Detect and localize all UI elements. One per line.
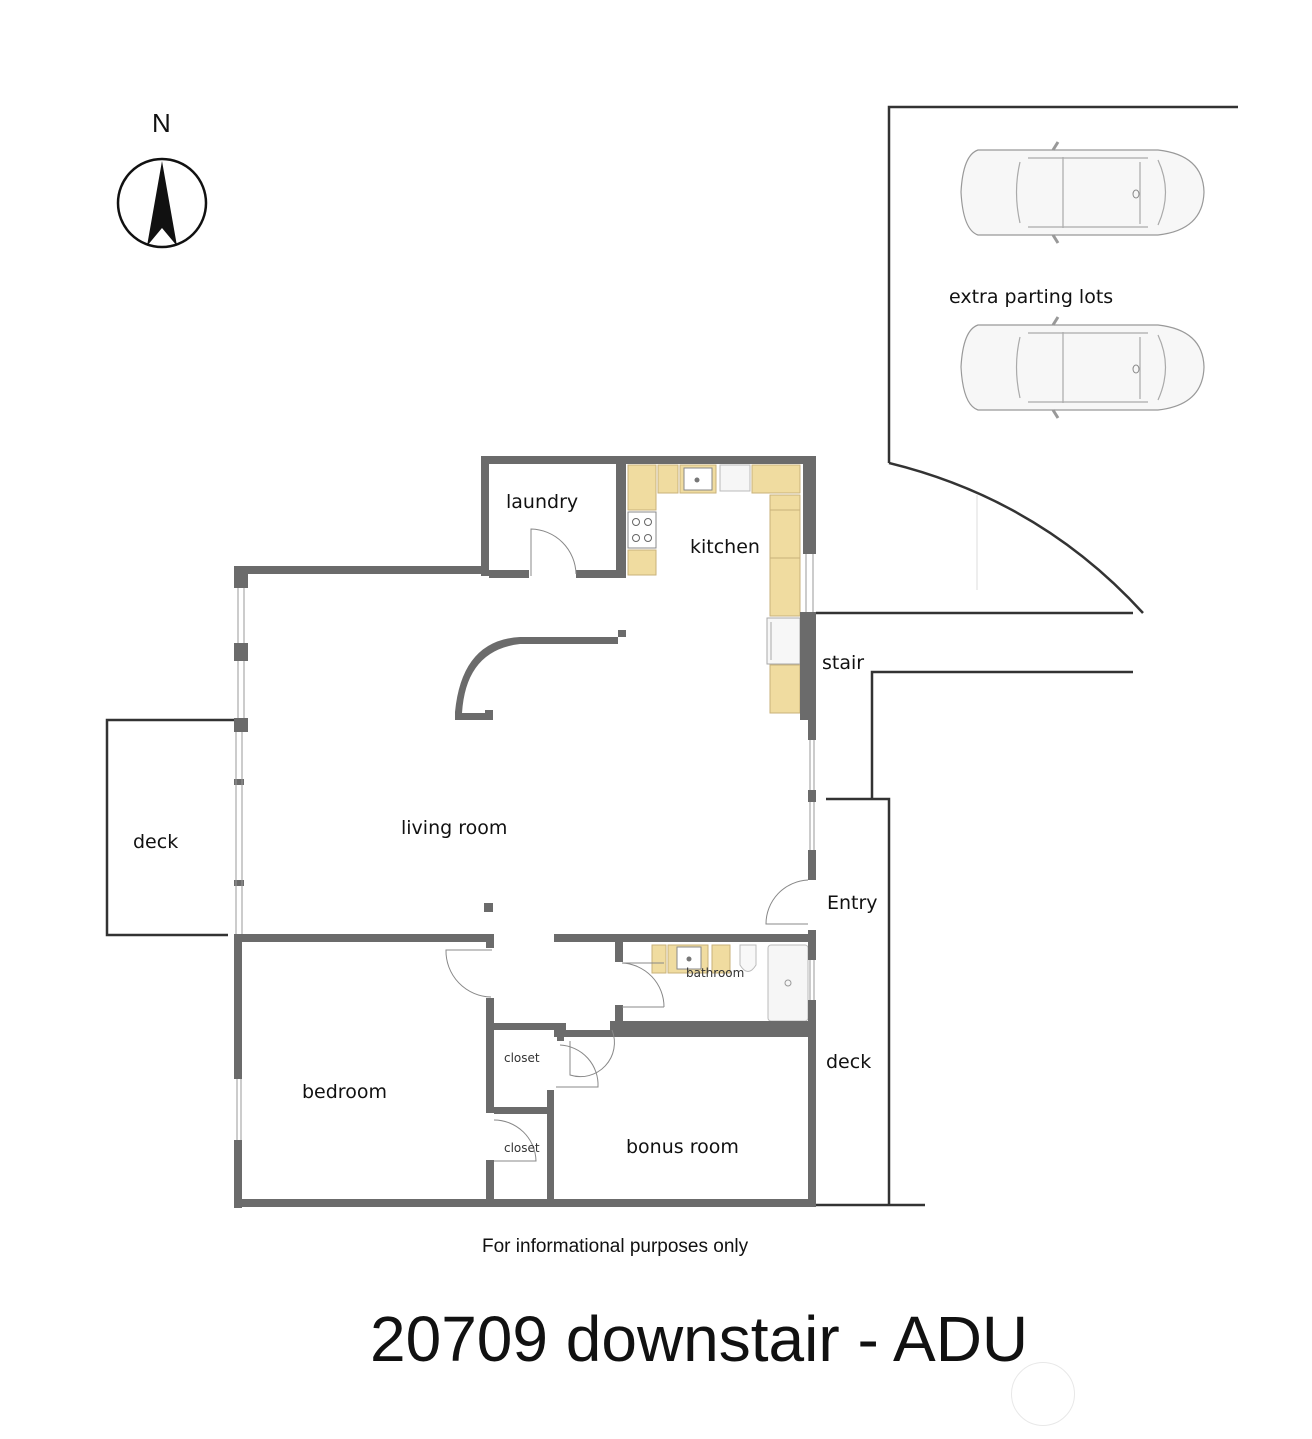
kitchen-sink-icon <box>683 467 713 491</box>
room-label-laundry: laundry <box>506 491 579 513</box>
room-label-deck-east: deck <box>826 1051 872 1073</box>
parking-lot-outline <box>887 105 1238 614</box>
watermark-circle <box>1011 1362 1075 1426</box>
bathroom-sink-icon <box>676 946 702 970</box>
plan-title: 20709 downstair - ADU <box>370 1303 1029 1375</box>
room-label-deck-west: deck <box>133 831 179 853</box>
room-label-bedroom: bedroom <box>302 1081 387 1103</box>
kitchen-cabinets <box>627 464 801 714</box>
bathtub-icon <box>767 944 809 1022</box>
room-label-bathroom: bathroom <box>686 966 745 980</box>
exterior-lines <box>105 611 1133 1207</box>
room-label-closet-2: closet <box>504 1141 540 1155</box>
windows <box>235 554 815 1140</box>
room-label-living-room: living room <box>401 817 508 839</box>
parking-label: extra parting lots <box>949 286 1114 308</box>
toilet-icon <box>739 944 757 972</box>
stove-icon <box>627 511 657 549</box>
room-label-kitchen: kitchen <box>690 536 760 558</box>
curved-partition <box>455 630 626 720</box>
room-label-bonus-room: bonus room <box>626 1136 739 1158</box>
doors <box>445 528 809 1162</box>
disclaimer-text: For informational purposes only <box>482 1236 749 1257</box>
walls <box>234 456 816 1208</box>
room-label-closet-1: closet <box>504 1051 540 1065</box>
room-label-stair: stair <box>822 652 865 674</box>
dishwasher-icon <box>766 617 801 665</box>
car-icon <box>960 141 1205 244</box>
north-arrow-icon <box>116 157 208 249</box>
refrigerator-icon <box>719 464 751 492</box>
room-label-entry: Entry <box>827 892 878 914</box>
car-icon <box>960 316 1205 419</box>
compass-north-label: N <box>152 108 171 138</box>
